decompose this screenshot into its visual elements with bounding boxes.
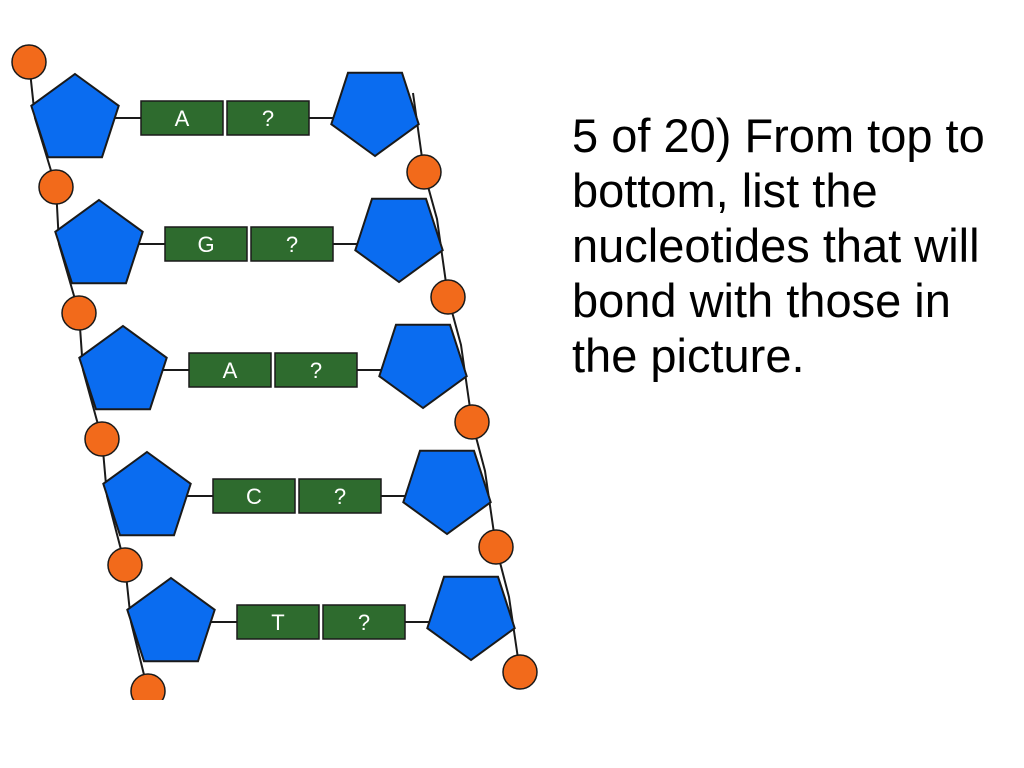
right-backbone-line <box>412 92 521 673</box>
right-base-label: ? <box>286 232 298 257</box>
left-phosphate-circle <box>38 169 74 205</box>
left-base-label: T <box>271 610 284 635</box>
right-base-box <box>298 478 382 514</box>
right-base-label: ? <box>358 610 370 635</box>
left-base-box <box>140 100 224 136</box>
left-base-label: A <box>175 106 190 131</box>
right-sugar-pentagon <box>402 449 492 536</box>
right-phosphate-circle <box>502 654 538 690</box>
right-phosphate-circle <box>430 279 466 315</box>
left-base-label: C <box>246 484 262 509</box>
left-sugar-pentagon <box>78 324 168 411</box>
right-base-box <box>226 100 310 136</box>
left-base-box <box>164 226 248 262</box>
right-base-box <box>274 352 358 388</box>
left-phosphate-circle <box>61 295 97 331</box>
left-phosphate-circle <box>84 421 120 457</box>
left-sugar-pentagon <box>126 576 216 663</box>
right-phosphate-circle <box>478 529 514 565</box>
right-sugar-pentagon <box>354 197 444 284</box>
right-base-box <box>250 226 334 262</box>
right-sugar-pentagon <box>378 323 468 410</box>
right-sugar-pentagon <box>330 71 420 158</box>
left-phosphate-circle <box>130 673 166 700</box>
right-base-box <box>322 604 406 640</box>
right-base-label: ? <box>262 106 274 131</box>
left-sugar-pentagon <box>54 198 144 285</box>
left-sugar-pentagon <box>102 450 192 537</box>
dna-ladder-diagram: A? G? A? C? T? <box>11 44 538 700</box>
question-text: 5 of 20) From top to bottom, list the nu… <box>572 109 985 382</box>
left-base-box <box>212 478 296 514</box>
left-base-box <box>188 352 272 388</box>
right-sugar-pentagon <box>426 575 516 662</box>
phosphates-layer <box>11 44 538 700</box>
rungs-layer: A? G? A? C? T? <box>105 100 441 640</box>
left-sugar-pentagon <box>30 72 120 159</box>
right-phosphate-circle <box>406 154 442 190</box>
left-base-label: A <box>223 358 238 383</box>
sugars-layer <box>30 71 516 663</box>
left-base-box <box>236 604 320 640</box>
left-phosphate-circle <box>11 44 47 80</box>
left-phosphate-circle <box>107 547 143 583</box>
right-base-label: ? <box>334 484 346 509</box>
right-phosphate-circle <box>454 404 490 440</box>
left-base-label: G <box>197 232 214 257</box>
right-base-label: ? <box>310 358 322 383</box>
